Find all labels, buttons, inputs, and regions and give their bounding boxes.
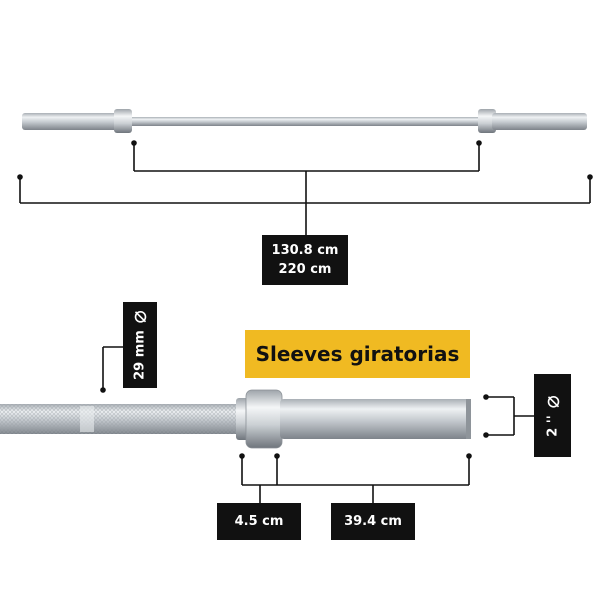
full-barbell	[22, 109, 587, 133]
left-sleeve	[22, 113, 120, 130]
top-dimension-dots	[17, 140, 593, 180]
total-length-value: 220 cm	[278, 262, 332, 277]
sleeve-diameter-value: 2 ''	[545, 414, 560, 437]
sleeve-diameter-label: 2 ''	[534, 374, 571, 457]
sleeve-diameter-leader	[486, 396, 534, 436]
right-collar	[478, 109, 496, 133]
sleeve-length-value: 39.4 cm	[344, 514, 402, 529]
bar-shaft	[132, 117, 480, 126]
top-dimension-lines	[19, 143, 591, 235]
shaft-diameter-leader	[102, 346, 123, 390]
left-collar	[114, 109, 132, 133]
zoomed-sleeve	[280, 399, 470, 439]
sleeve-span-value: 130.8 cm	[271, 243, 339, 258]
sleeve-length-label: 39.4 cm	[331, 503, 415, 540]
zoomed-collar	[245, 389, 283, 449]
overall-dimensions-label: 130.8 cm 220 cm	[262, 235, 348, 285]
collar-width-value: 4.5 cm	[234, 514, 284, 529]
sleeve-dimension-lines	[241, 456, 470, 503]
diameter-icon	[133, 310, 147, 324]
collar-width-label: 4.5 cm	[217, 503, 301, 540]
right-sleeve	[492, 113, 587, 130]
shaft-diameter-label: 29 mm	[123, 302, 157, 388]
sleeves-title: Sleeves giratorias	[245, 330, 470, 378]
zoomed-knurling	[0, 404, 245, 434]
diameter-icon	[546, 395, 560, 409]
shaft-diameter-value: 29 mm	[132, 330, 148, 380]
zoomed-bar	[0, 389, 471, 449]
